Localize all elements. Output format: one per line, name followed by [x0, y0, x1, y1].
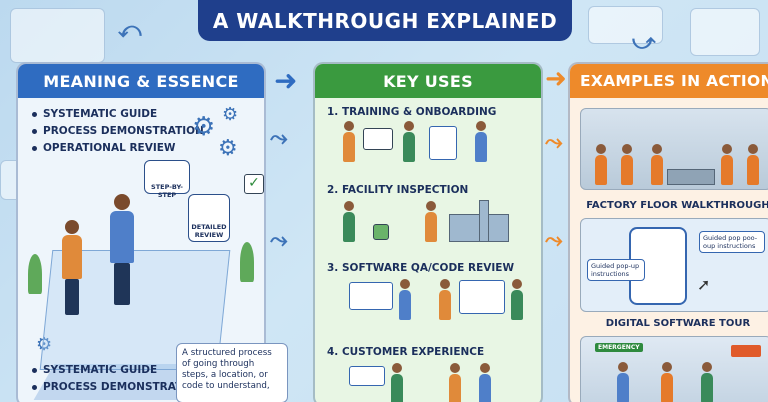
- section-software-qa: 3. SOFTWARE QA/CODE REVIEW: [327, 262, 515, 274]
- arrow-curve-right-icon: ⤻: [632, 30, 656, 55]
- man-with-headset-illustration: [110, 194, 134, 305]
- facility-scene: [329, 200, 529, 246]
- bullet-item: PROCESS DEMONSTRATION: [32, 381, 204, 393]
- plant-icon: [240, 242, 254, 282]
- woman-with-tablet-illustration: [62, 220, 82, 315]
- arrow-curve-left-icon: ⤺: [118, 18, 142, 43]
- meaning-bullets-bottom: SYSTEMATIC GUIDE PROCESS DEMONSTRATION: [32, 364, 204, 398]
- arrow-right-icon: ➜: [274, 64, 298, 97]
- panel-meaning-heading: MEANING & ESSENCE: [18, 64, 264, 98]
- meaning-bullets-top: SYSTEMATIC GUIDE PROCESS DEMONSTRATION O…: [32, 108, 204, 159]
- page-title: A WALKTHROUGH EXPLAINED: [198, 0, 572, 41]
- gear-icon-3: ⚙: [218, 136, 238, 161]
- section-training: 1. TRAINING & ONBOARDING: [327, 106, 497, 118]
- caption-factory-floor: FACTORY FLOOR WALKTHROUGH: [586, 200, 768, 211]
- gear-icon-2: ⚙: [222, 104, 239, 125]
- bg-card-right: [588, 6, 663, 44]
- popup-instructions-left: Guided pop-up instructions: [587, 259, 645, 281]
- section-facility: 2. FACILITY INSPECTION: [327, 184, 469, 196]
- bg-browser-window-right: [690, 8, 760, 56]
- step-by-step-tag: STEP-BY-STEP: [144, 160, 190, 199]
- software-qa-scene: [329, 279, 529, 324]
- direction-sign-icon: [731, 345, 761, 357]
- bullet-item: OPERATIONAL REVIEW: [32, 142, 204, 154]
- arrow-right-icon-2: ➜: [545, 64, 567, 94]
- factory-floor-image: [580, 108, 768, 190]
- training-scene: [329, 121, 529, 166]
- definition-text: A structured process of going through st…: [176, 343, 288, 402]
- arrow-flow-icon-2: ⤳: [270, 228, 288, 253]
- checkmark-icon: ✓: [244, 174, 264, 194]
- gear-icon: ⚙: [192, 112, 216, 142]
- arrow-flow-icon: ⤳: [270, 126, 288, 151]
- panel-meaning-essence: MEANING & ESSENCE SYSTEMATIC GUIDE PROCE…: [16, 62, 266, 402]
- panel-examples-heading: EXAMPLES IN ACTION: [570, 64, 768, 98]
- bullet-item: SYSTEMATIC GUIDE: [32, 108, 204, 120]
- building-evacuation-image: EMERGENCY: [580, 336, 768, 402]
- gear-icon-4: ⚙: [36, 334, 53, 355]
- caption-software-tour: DIGITAL SOFTWARE TOUR: [605, 318, 751, 329]
- software-tour-image: Guided pop-up instructions Guided pop po…: [580, 218, 768, 312]
- panel-key-uses: KEY USES 1. TRAINING & ONBOARDING 2. FAC…: [313, 62, 543, 402]
- arrow-flow-icon-3: ⤳: [545, 130, 563, 155]
- panel-uses-heading: KEY USES: [315, 64, 541, 98]
- bullet-item: SYSTEMATIC GUIDE: [32, 364, 204, 376]
- bullet-item: PROCESS DEMONSTRATION: [32, 125, 204, 137]
- section-customer-experience: 4. CUSTOMER EXPERIENCE: [327, 346, 485, 358]
- popup-instructions-right: Guided pop poo-oup instructions: [699, 231, 765, 253]
- plant-icon-2: [28, 254, 42, 294]
- panel-examples-in-action: EXAMPLES IN ACTION FACTORY FLOOR WALKTHR…: [568, 62, 768, 402]
- cursor-pointer-icon: ➚: [697, 275, 711, 294]
- customer-scene: [329, 363, 529, 402]
- arrow-flow-icon-4: ⤳: [545, 228, 563, 253]
- bg-browser-window-left: [10, 8, 105, 63]
- emergency-sign: EMERGENCY: [595, 343, 643, 352]
- detailed-review-tag: DETAILED REVIEW: [188, 194, 230, 242]
